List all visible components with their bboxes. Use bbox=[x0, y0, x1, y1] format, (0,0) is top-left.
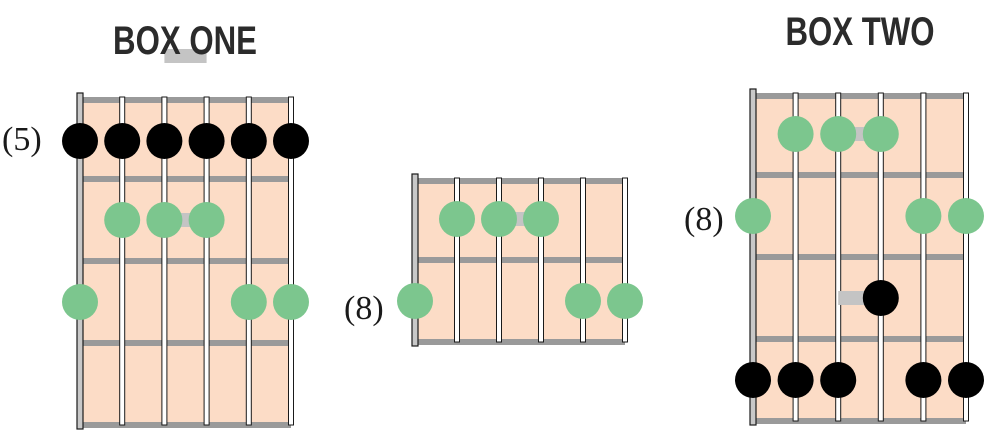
fret-line bbox=[753, 336, 966, 342]
scale-note-dot bbox=[230, 284, 267, 320]
guitar-string bbox=[963, 92, 969, 422]
root-note-dot bbox=[777, 362, 814, 398]
fret-position-label-box-two: (8) bbox=[684, 201, 724, 238]
fret-line bbox=[415, 339, 625, 345]
box-one-title: BOX ONE bbox=[113, 19, 257, 63]
root-note-dot bbox=[862, 280, 899, 316]
root-note-dot bbox=[273, 123, 309, 159]
fretboard-box-one bbox=[62, 49, 309, 430]
guitar-string bbox=[580, 177, 586, 343]
root-note-dot bbox=[230, 123, 267, 159]
fret-line bbox=[753, 93, 966, 99]
root-note-dot bbox=[188, 123, 225, 159]
root-note-dot bbox=[146, 123, 183, 159]
guitar-string bbox=[496, 177, 502, 343]
fret-line bbox=[415, 178, 625, 184]
guitar-string bbox=[792, 92, 799, 422]
guitar-string bbox=[245, 96, 252, 426]
root-note-dot bbox=[62, 123, 98, 159]
fret-line bbox=[80, 340, 291, 346]
root-note-dot bbox=[905, 362, 942, 398]
root-note-dot bbox=[104, 123, 141, 159]
guitar-string bbox=[877, 92, 884, 422]
guitar-string bbox=[622, 177, 628, 343]
fret-position-label-middle-box: (8) bbox=[344, 290, 384, 327]
fret-line bbox=[80, 176, 291, 182]
fretboard-middle-box bbox=[397, 173, 643, 347]
fret-line bbox=[753, 172, 966, 178]
scale-note-dot bbox=[273, 284, 309, 320]
scale-note-dot bbox=[948, 198, 984, 234]
guitar-string bbox=[454, 177, 460, 343]
root-note-dot bbox=[735, 362, 771, 398]
guitar-string bbox=[920, 92, 927, 422]
guitar-string bbox=[119, 96, 126, 426]
guitar-string bbox=[203, 96, 210, 426]
scale-note-dot bbox=[565, 283, 601, 319]
scale-note-dot bbox=[862, 116, 899, 152]
scale-note-dot bbox=[397, 283, 433, 319]
guitar-string bbox=[835, 92, 842, 422]
guitar-string bbox=[538, 177, 544, 343]
fret-position-label-box-one: (5) bbox=[2, 121, 42, 158]
scale-note-dot bbox=[146, 202, 183, 238]
scale-note-dot bbox=[905, 198, 942, 234]
scale-note-dot bbox=[104, 202, 141, 238]
scale-note-dot bbox=[481, 201, 517, 237]
scale-note-dot bbox=[523, 201, 559, 237]
note-connector bbox=[164, 49, 207, 63]
scale-note-dot bbox=[735, 198, 771, 234]
nut-string bbox=[749, 88, 757, 426]
fret-line bbox=[80, 258, 291, 264]
fret-line bbox=[415, 257, 625, 263]
nut-string bbox=[411, 173, 419, 347]
scale-note-dot bbox=[777, 116, 814, 152]
guitar-string bbox=[288, 96, 294, 426]
nut-string bbox=[76, 92, 84, 430]
root-note-dot bbox=[820, 362, 857, 398]
box-two-title: BOX TWO bbox=[785, 10, 935, 54]
fret-line bbox=[753, 418, 966, 424]
scale-note-dot bbox=[607, 283, 643, 319]
fret-line bbox=[753, 254, 966, 260]
root-note-dot bbox=[948, 362, 984, 398]
fretboard-box-two bbox=[735, 88, 984, 426]
scale-note-dot bbox=[439, 201, 475, 237]
scale-note-dot bbox=[188, 202, 225, 238]
guitar-string bbox=[161, 96, 168, 426]
fret-line bbox=[80, 422, 291, 428]
scale-note-dot bbox=[820, 116, 857, 152]
scale-note-dot bbox=[62, 284, 98, 320]
fret-line bbox=[80, 97, 291, 103]
